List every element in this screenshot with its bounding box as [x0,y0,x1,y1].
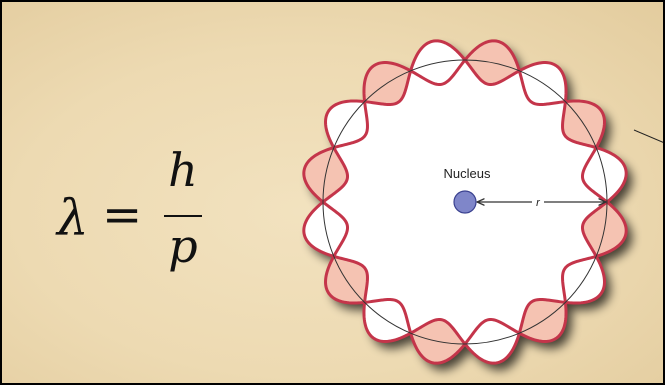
nucleus-dot [454,191,476,213]
pointer-line [634,130,665,144]
nucleus-label: Nucleus [444,166,491,181]
